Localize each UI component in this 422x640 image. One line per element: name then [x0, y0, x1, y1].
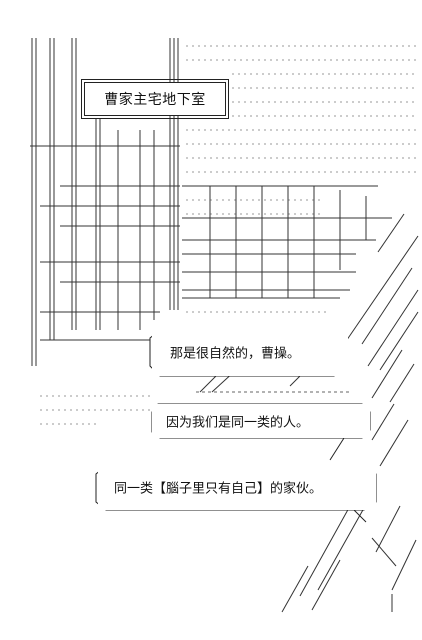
bubble-tail-2	[330, 438, 344, 460]
speech-text-2: 因为我们是同一类的人。	[166, 415, 310, 431]
speech-text-3: 同一类【腦子里只有自己】的家伙。	[114, 481, 323, 497]
speech-bubble-2: 因为我们是同一类的人。	[152, 404, 370, 438]
bubble-tail-3	[354, 510, 366, 522]
left-wall-rungs	[30, 146, 180, 340]
dotted-texture	[40, 46, 418, 424]
location-caption-box: 曹家主宅地下室	[81, 79, 229, 119]
speech-bubble-3: 同一类【腦子里只有自己】的家伙。	[98, 464, 376, 510]
grid-structure	[182, 186, 392, 298]
speech-text-1: 那是很自然的，曹操。	[170, 346, 301, 362]
diagonal-strokes	[200, 214, 418, 612]
location-caption: 曹家主宅地下室	[104, 92, 206, 108]
speech-bubble-1: 那是很自然的，曹操。	[152, 328, 348, 376]
